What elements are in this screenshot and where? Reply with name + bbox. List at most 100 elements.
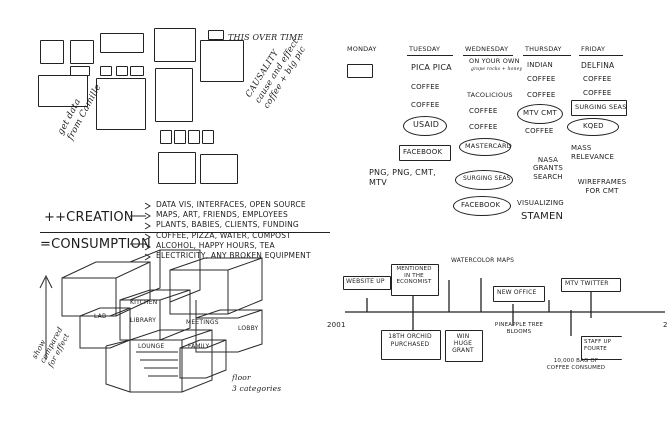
room-kitchen: KITCHEN — [130, 299, 158, 306]
sketch-box — [208, 30, 224, 40]
left-sketch-page: THIS OVER TIME get data from Camille CAU… — [0, 0, 330, 433]
sketch-box — [116, 66, 128, 76]
fri-item: COFFEE — [583, 89, 612, 97]
day-underline — [579, 55, 623, 56]
fri-item: MASS RELEVANCE — [571, 144, 615, 161]
wed-item: ON YOUR OWN — [469, 57, 520, 65]
tue-item: FACEBOOK — [403, 148, 443, 156]
room-lounge: LOUNGE — [138, 343, 165, 350]
fri-oval — [567, 118, 619, 136]
sketch-box — [200, 40, 244, 82]
floor-note: floor 3 categories — [232, 372, 281, 395]
thu-item: INDIAN — [527, 61, 553, 69]
timeline-below: 10,000 BAG OF COFFEE CONSUMED — [546, 358, 606, 372]
wed-item: SURGING SEAS — [463, 175, 511, 182]
timeline-above: MENTIONED IN THE ECONOMIST — [396, 266, 432, 286]
thu-item: NASA GRANTS SEARCH — [533, 156, 563, 181]
fri-item: KQED — [583, 122, 604, 130]
wed-item: TACOLICIOUS — [467, 91, 513, 99]
sketch-box — [155, 68, 193, 122]
room-lobby: LOBBY — [238, 325, 259, 332]
divider-line — [40, 232, 330, 233]
day-wednesday: WEDNESDAY — [465, 45, 509, 53]
day-underline — [463, 55, 513, 56]
sketch-box — [200, 154, 238, 184]
room-lab: LAB — [94, 313, 107, 320]
consumption-item-2: ALCOHOL, HAPPY HOURS, TEA — [156, 241, 275, 250]
creation-item-1: DATA VIS, INTERFACES, OPEN SOURCE — [156, 200, 306, 209]
day-friday: FRIDAY — [581, 45, 606, 53]
over-time-note: THIS OVER TIME — [228, 33, 304, 42]
tue-oval — [403, 116, 447, 136]
sketch-box — [96, 78, 146, 130]
thu-item: COFFEE — [525, 127, 554, 135]
consumption-item-1: COFFEE, PIZZA, WATER, COMPOST — [156, 231, 291, 240]
wed-oval — [459, 138, 511, 156]
wed-note: grape rocks + honey — [471, 67, 523, 72]
consumption-item-3: ELECTRICITY, ANY BROKEN EQUIPMENT — [156, 251, 311, 260]
thu-oval — [517, 104, 563, 124]
timeline-above-box — [391, 264, 439, 296]
wed-item: COFFEE — [469, 123, 498, 131]
sketch-box — [40, 40, 64, 64]
timeline-below: PINEAPPLE TREE BLOOMS — [494, 322, 544, 336]
wed-oval — [453, 196, 511, 216]
sketch-box — [38, 75, 88, 107]
room-family: FAMILY — [188, 343, 210, 350]
timeline-above: MTV TWITTER — [565, 280, 609, 287]
creation-label: ++CREATION — [44, 210, 134, 225]
timeline-lines — [345, 278, 665, 336]
sketch-box — [188, 130, 200, 144]
tue-item: COFFEE — [411, 83, 440, 91]
tue-item: PICA PICA — [411, 63, 452, 72]
day-underline — [523, 55, 571, 56]
tue-box — [399, 145, 451, 161]
sketch-box — [130, 66, 144, 76]
fri-item: DELFINA — [581, 61, 615, 70]
tue-item: USAID — [413, 120, 440, 129]
monday-box — [347, 64, 373, 78]
day-thursday: THURSDAY — [525, 45, 562, 53]
sketch-box — [100, 33, 144, 53]
timeline-above: WEBSITE UP — [346, 278, 385, 285]
timeline-above-box — [561, 278, 621, 292]
sketch-box — [70, 40, 94, 64]
timeline-above: WATERCOLOR MAPS — [451, 257, 515, 264]
timeline-above-box — [493, 286, 545, 302]
tue-item: COFFEE — [411, 101, 440, 109]
fri-item: COFFEE — [583, 75, 612, 83]
right-sketch-page: MONDAY TUESDAY WEDNESDAY THURSDAY FRIDAY… — [327, 0, 670, 433]
timeline-below: WIN HUGE GRANT — [452, 333, 474, 355]
sketch-box — [160, 130, 172, 144]
thu-item: VISUALIZING — [517, 199, 564, 207]
timeline-below-box — [445, 330, 483, 362]
room-sketch-drawing — [39, 202, 263, 393]
sketch-box — [154, 28, 196, 62]
timeline-end: 2 — [663, 321, 668, 329]
sketch-box — [174, 130, 186, 144]
floor-note-text: floor 3 categories — [232, 373, 282, 394]
wed-oval — [455, 170, 513, 190]
day-monday: MONDAY — [347, 45, 377, 53]
thu-item: COFFEE — [527, 91, 556, 99]
fri-item: WIREFRAMES FOR CMT — [577, 178, 627, 195]
tue-item: PNG, PNG, CMT, MTV — [369, 168, 436, 188]
timeline-below-box — [381, 330, 441, 360]
wed-item: COFFEE — [469, 107, 498, 115]
thu-item: STAMEN — [521, 211, 564, 222]
fri-box — [571, 100, 627, 116]
creation-item-3: PLANTS, BABIES, CLIENTS, FUNDING — [156, 220, 299, 229]
wed-item: MASTERCARD — [465, 142, 512, 150]
day-tuesday: TUESDAY — [409, 45, 441, 53]
sketch-box — [158, 152, 196, 184]
timeline-below: 18TH ORCHID PURCHASED — [388, 333, 432, 348]
thu-item: COFFEE — [527, 75, 556, 83]
timeline-below-box — [581, 336, 622, 360]
room-meetings: MEETINGS — [186, 319, 219, 326]
creation-item-2: MAPS, ART, FRIENDS, EMPLOYEES — [156, 210, 288, 219]
consumption-label: =CONSUMPTION — [40, 237, 151, 252]
timeline-start: 2001 — [327, 321, 346, 329]
room-library: LIBRARY — [130, 317, 157, 324]
sketch-box — [100, 66, 112, 76]
timeline-above-box — [343, 276, 391, 290]
